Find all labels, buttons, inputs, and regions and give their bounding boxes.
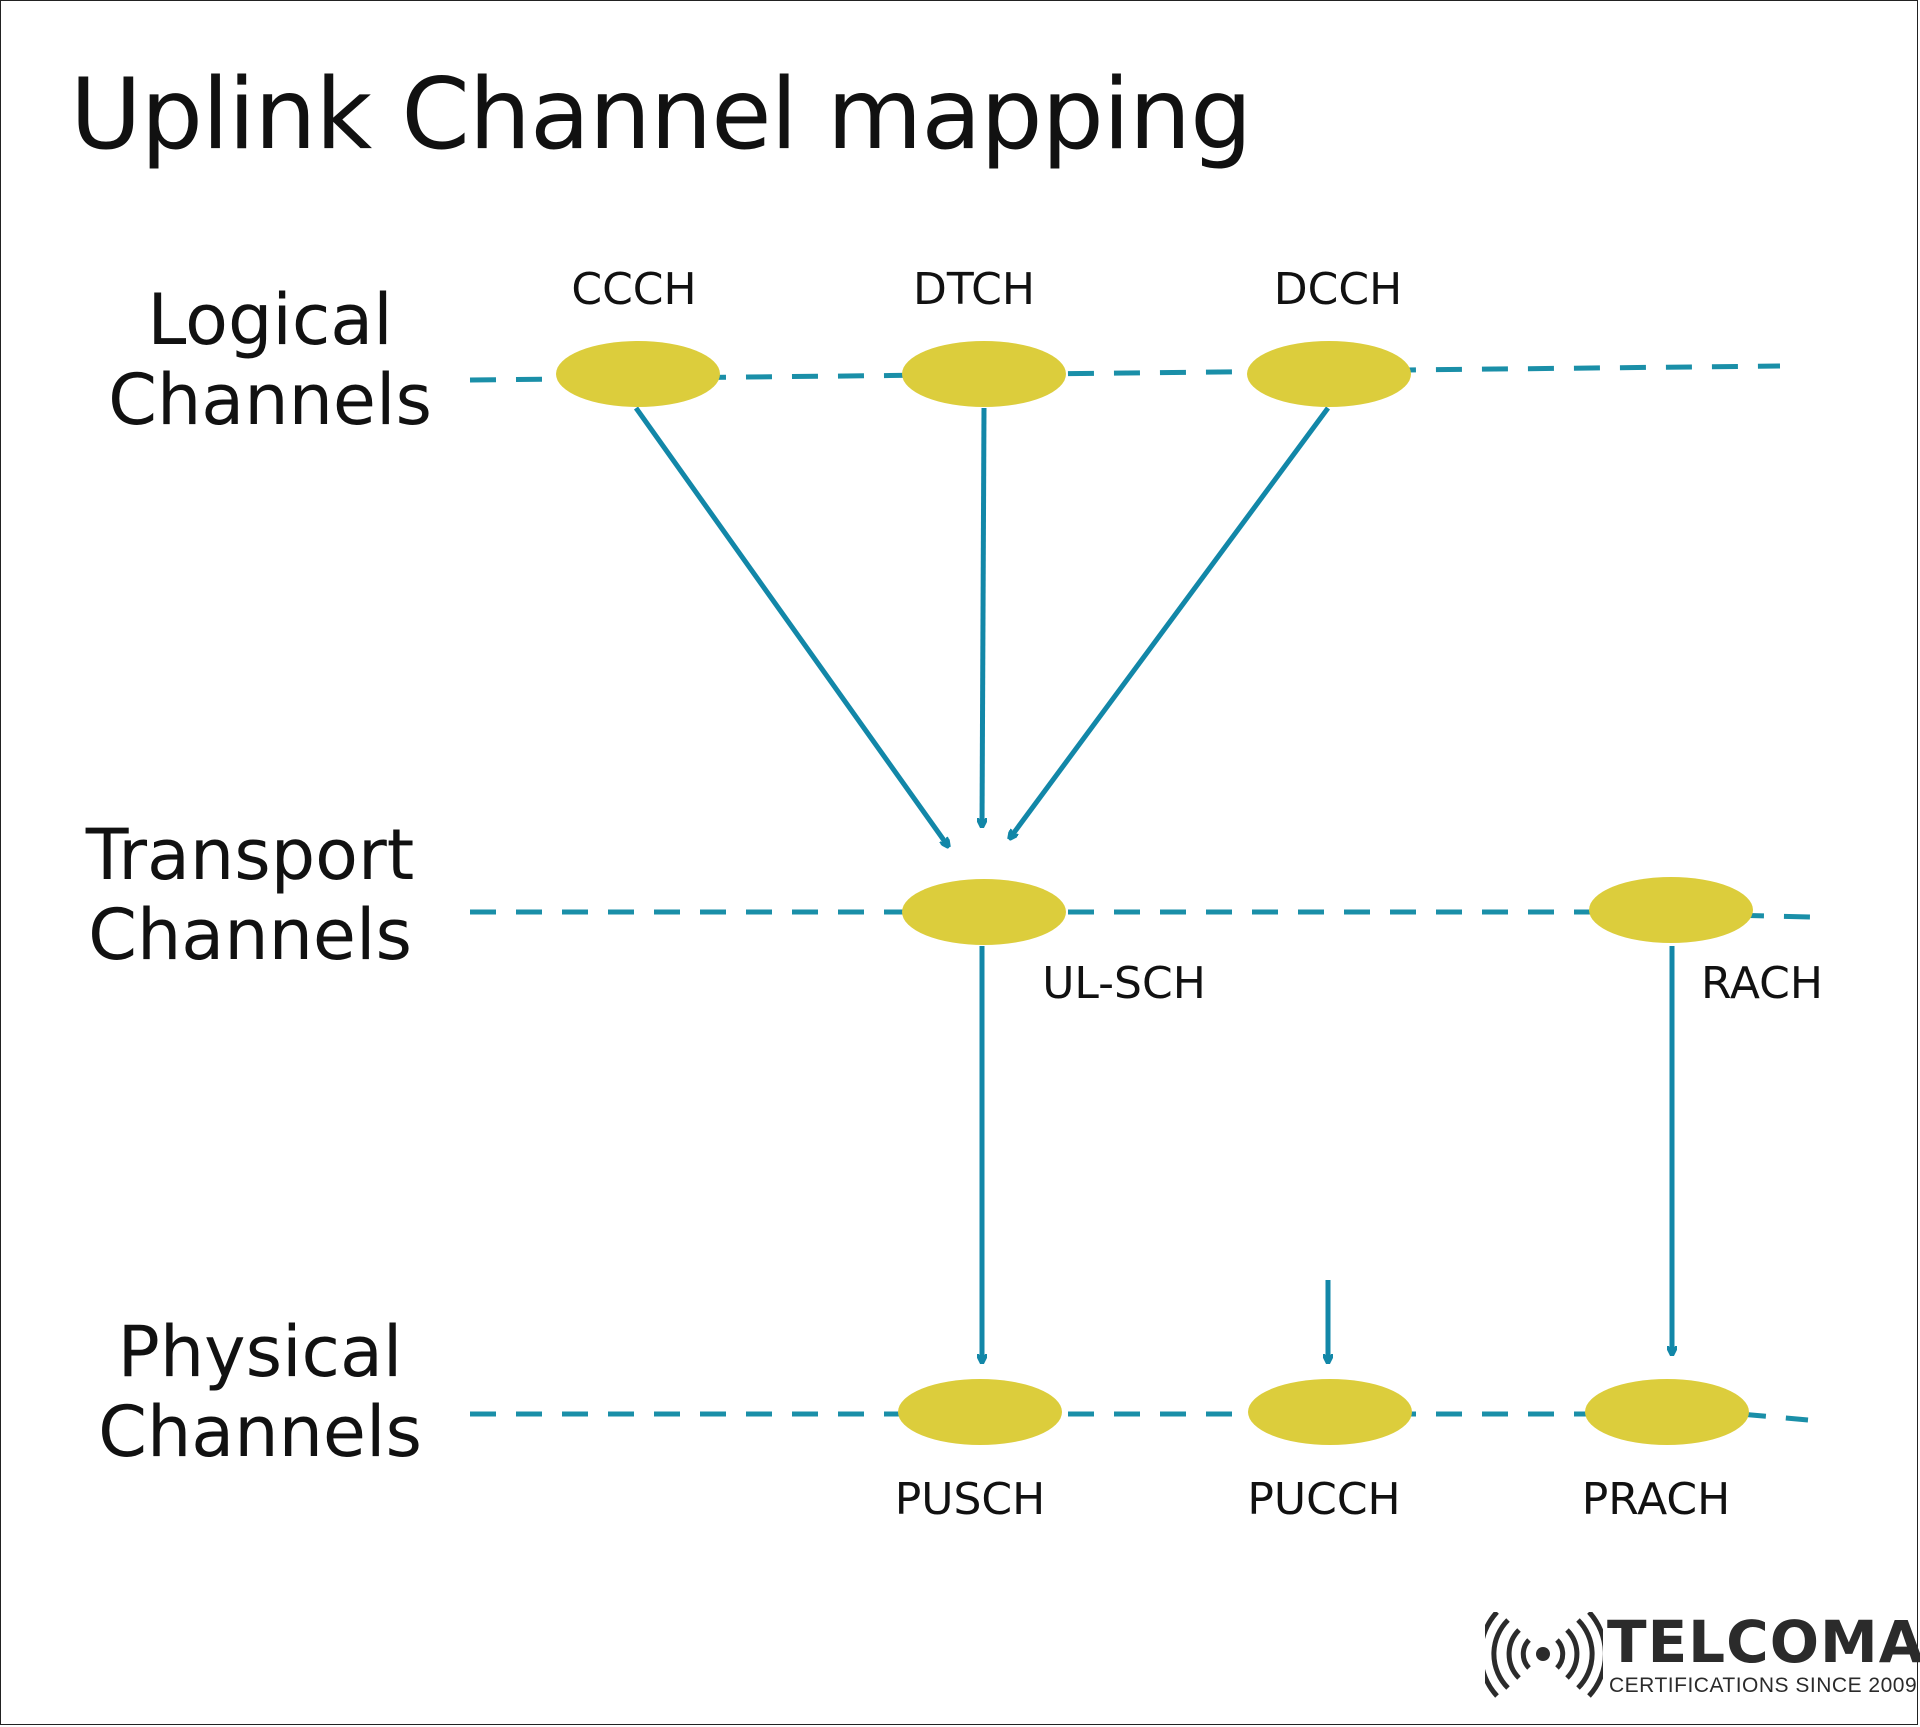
- node-ccch: [556, 341, 720, 407]
- logo-name: TELCOMA: [1607, 1608, 1920, 1676]
- logical-layer-line: [469, 363, 1781, 383]
- layer-label-transport: Transport Channels: [70, 815, 430, 975]
- node-dcch: [1247, 341, 1411, 407]
- layer-label-line1: Physical: [117, 1311, 403, 1393]
- logo-tagline: CERTIFICATIONS SINCE 2009: [1609, 1674, 1918, 1697]
- telcoma-logo: TELCOMA CERTIFICATIONS SINCE 2009: [1485, 1608, 1920, 1702]
- page-title: Uplink Channel mapping: [70, 58, 1252, 172]
- layer-label-physical: Physical Channels: [80, 1312, 440, 1472]
- wireless-signal-icon: [1485, 1612, 1603, 1698]
- layer-label-line2: Channels: [98, 1391, 422, 1473]
- node-pusch: [898, 1379, 1062, 1445]
- node-label-pusch: PUSCH: [895, 1474, 1045, 1525]
- layer-label-line2: Channels: [88, 894, 412, 976]
- node-pucch: [1248, 1379, 1412, 1445]
- arrow-dcch-to-ulsch: [1010, 406, 1331, 838]
- node-label-ulsch: UL-SCH: [1042, 958, 1206, 1009]
- node-label-pucch: PUCCH: [1247, 1474, 1400, 1525]
- node-label-ccch: CCCH: [571, 264, 696, 315]
- layer-label-line2: Channels: [108, 359, 432, 441]
- node-rach: [1589, 877, 1753, 943]
- node-label-rach: RACH: [1701, 958, 1823, 1009]
- arrow-ccch-to-ulsch: [633, 406, 948, 846]
- node-dtch: [902, 341, 1066, 407]
- node-label-dcch: DCCH: [1274, 264, 1402, 315]
- node-ulsch: [902, 879, 1066, 945]
- node-prach: [1585, 1379, 1749, 1445]
- layer-label-line1: Logical: [147, 279, 393, 361]
- physical-layer-line-tail: [1739, 1411, 1809, 1423]
- node-label-dtch: DTCH: [913, 264, 1035, 315]
- node-label-prach: PRACH: [1582, 1474, 1730, 1525]
- arrow-dtch-to-ulsch: [982, 407, 984, 826]
- layer-label-logical: Logical Channels: [90, 280, 450, 440]
- layer-label-line1: Transport: [85, 814, 415, 896]
